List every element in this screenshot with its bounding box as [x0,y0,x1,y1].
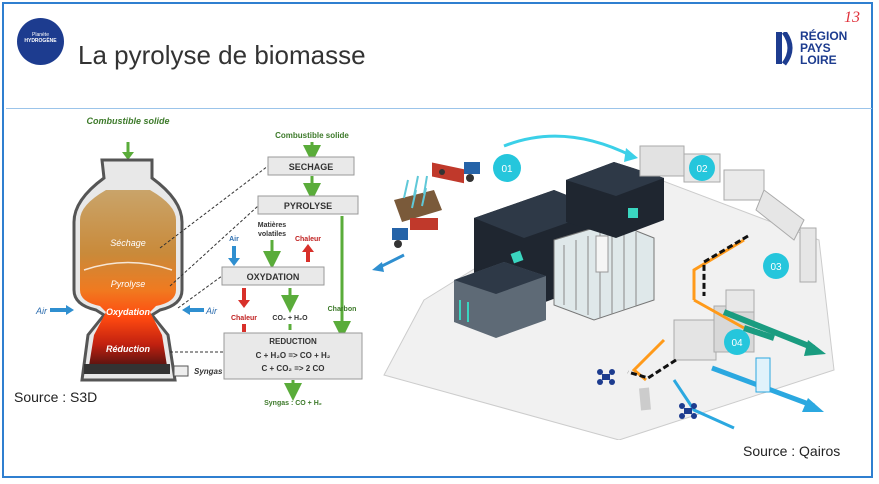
box-reduction-label: REDUCTION [269,337,317,346]
region-logo-line2: PAYS [800,41,831,55]
step-01-badge [493,154,521,182]
box-oxydation-label: OXYDATION [247,272,300,282]
volatiles-label-1: Matières [258,222,287,229]
logo-left-line2: HYDROGÈNE [24,38,57,44]
zone-divider [83,261,173,271]
zone-reduction-label: Réduction [106,344,151,354]
drone-icon [679,403,697,419]
reactor-input-label: Combustible solide [86,116,169,126]
step-03-badge [763,253,789,279]
drone-icon-2 [597,369,615,385]
region-logo-line3: LOIRE [800,53,837,67]
slide-title: La pyrolyse de biomasse [78,40,366,70]
connector-oxydation [177,275,223,309]
charbon-label: Charbon [328,306,357,313]
step-01-label: 01 [501,164,513,175]
region-logo-text: RÉGION PAYS LOIRE [800,30,847,66]
arrow-chaleur-down-head [238,300,250,308]
co2-h2o-label: CO₂ + H₂O [272,315,308,322]
hot-gas-pipe [692,238,745,330]
flow-input-label: Combustible solide [275,131,349,140]
logo-left-line1: Planète [32,32,49,38]
slide-frame [2,2,873,478]
air-left-arrowhead [66,305,74,315]
zone-sechage-label: Séchage [110,238,146,248]
tractor-trailer-1 [432,162,480,184]
region-pays-de-la-loire-logo: RÉGION PAYS LOIRE [774,30,854,68]
syngas-outlet [173,365,189,377]
farm-return-arrowhead [372,262,384,272]
arrow-air-down-head [228,258,240,266]
output-arrowhead-blue [802,398,824,412]
air-flow-label: Air [229,236,239,243]
air-right-label: Air [205,306,218,316]
output-arrow-green-1 [722,309,816,351]
air-right-arrowhead [182,305,190,315]
box-pyrolyse [257,195,359,215]
step-03-label: 03 [770,262,782,273]
gasifier-diagram: Combustible solide Séchage Pyrolyse Oxyd… [35,116,363,407]
drone-route [672,379,735,430]
step-01-arrow [503,134,633,158]
char-pipe-left [627,358,677,380]
office-building [454,262,546,338]
gas-bottle [639,387,651,411]
air-left-label: Air [35,306,48,316]
connector-sechage [159,165,269,249]
zone-pyrolyse-label: Pyrolyse [111,279,146,289]
reaction-eq-2: C + CO₂ => 2 CO [262,364,325,373]
step-02-badge [689,155,715,181]
output-arrowhead-green-1 [804,340,826,356]
syngas-output-label: Syngas : CO + H₂ [264,400,322,407]
reactor-core [80,190,176,372]
box-sechage-label: SECHAGE [289,162,334,172]
hydrogen-station [755,357,771,393]
region-logo-line1: RÉGION [800,29,848,43]
box-oxydation [221,266,325,286]
arrow-chaleur-up-head [302,244,314,252]
processing-line [639,145,817,283]
volatiles-label-2: volatiles [258,231,286,238]
step-04-badge [724,329,750,355]
chaleur-label-2: Chaleur [231,315,257,322]
step-01-arrowhead [624,148,638,162]
source-left: Source : S3D [14,389,98,405]
planete-hydrogene-logo: Planète HYDROGÈNE [17,18,64,65]
crops-field [394,175,442,222]
pyrolysis-plant-illustration: 01 02 03 04 [372,134,835,440]
step-04-label: 04 [731,338,743,349]
source-right: Source : Qairos [743,443,841,459]
tractor-trailer-2 [392,218,438,248]
syngas-outlet-label: Syngas [194,367,223,376]
reactor-input-arrowhead [122,152,134,160]
chaleur-label-1: Chaleur [295,236,321,243]
page-number: 13 [844,9,860,26]
region-emblem-icon [776,32,793,66]
box-sechage [267,156,355,176]
greenhouse [553,221,655,321]
output-arrow-green-2 [743,325,775,341]
header-divider [6,108,872,109]
reaction-eq-1: C + H₂O => CO + H₂ [256,351,331,360]
reactor-grate [84,364,170,374]
step-02-label: 02 [696,164,708,175]
box-pyrolyse-label: PYROLYSE [284,201,332,211]
char-pipe [702,234,749,296]
box-reduction [223,332,363,380]
zone-oxydation-label: Oxydation [106,307,151,317]
